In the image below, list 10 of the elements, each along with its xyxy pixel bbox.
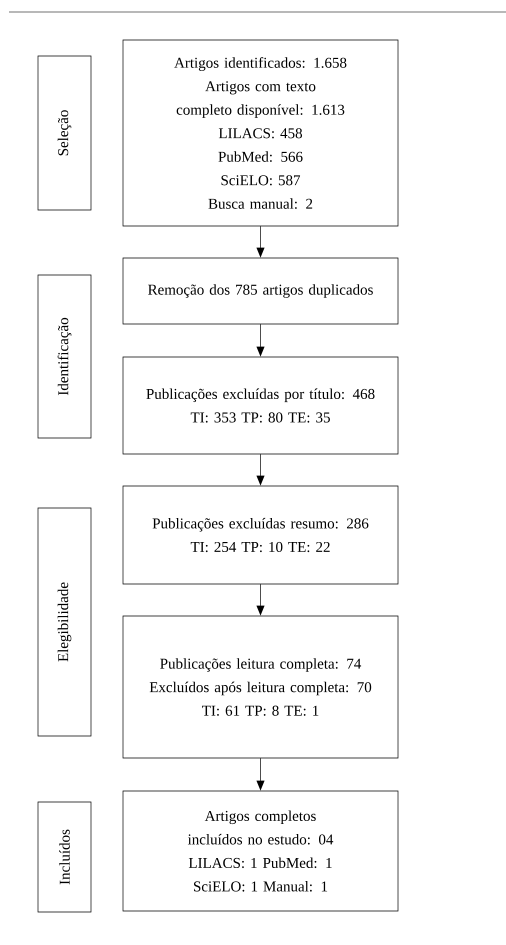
process-box: Remoção dos 785 artigos duplicados	[122, 258, 398, 324]
stage-label-box: Seleção	[38, 56, 92, 210]
stage-label-box: Elegibilidade	[38, 508, 92, 736]
process-box: Artigos identificados: 1.658 Artigos com texto completo disponível: 1.613 LILACS: 458 PubMed: 566 SciELO: 587 Busca manual: 2	[122, 40, 398, 226]
process-box: Publicações excluídas resumo: 286 TI: 254 TP: 10 TE: 22	[122, 486, 398, 584]
process-box: Publicações leitura completa: 74 Excluídos após leitura completa: 70 TI: 61 TP: 8 TE: 1	[122, 616, 398, 758]
stage-label-box: Incluídos	[38, 802, 92, 912]
stage-label-box: Identificação	[38, 274, 92, 438]
process-box: Publicações excluídas por título: 468 TI: 353 TP: 80 TE: 35	[122, 356, 398, 454]
process-box: Artigos completos incluídos no estudo: 04 LILACS: 1 PubMed: 1 SciELO: 1 Manual: 1	[122, 790, 398, 912]
